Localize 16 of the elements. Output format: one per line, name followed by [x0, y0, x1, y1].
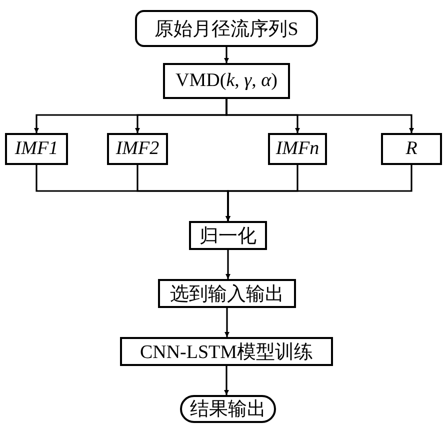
process-box: IMFn	[268, 133, 327, 165]
arrow	[224, 308, 230, 337]
process-box: IMF1	[5, 133, 68, 165]
process-box: R	[381, 133, 442, 165]
arrow	[226, 165, 412, 221]
process-box: CNN-LSTM模型训练	[120, 337, 333, 366]
end-box: 结果输出	[180, 395, 276, 423]
process-box: IMF2	[107, 133, 168, 165]
process-box: 归一化	[189, 221, 267, 250]
start-box: 原始月径流序列S	[135, 10, 318, 47]
arrow	[226, 250, 230, 279]
arrow	[226, 99, 414, 133]
arrow	[224, 366, 229, 395]
arrow	[224, 47, 229, 63]
process-box: 选到输入输出	[158, 279, 296, 308]
process-box: VMD(k, γ, α)	[163, 63, 290, 99]
